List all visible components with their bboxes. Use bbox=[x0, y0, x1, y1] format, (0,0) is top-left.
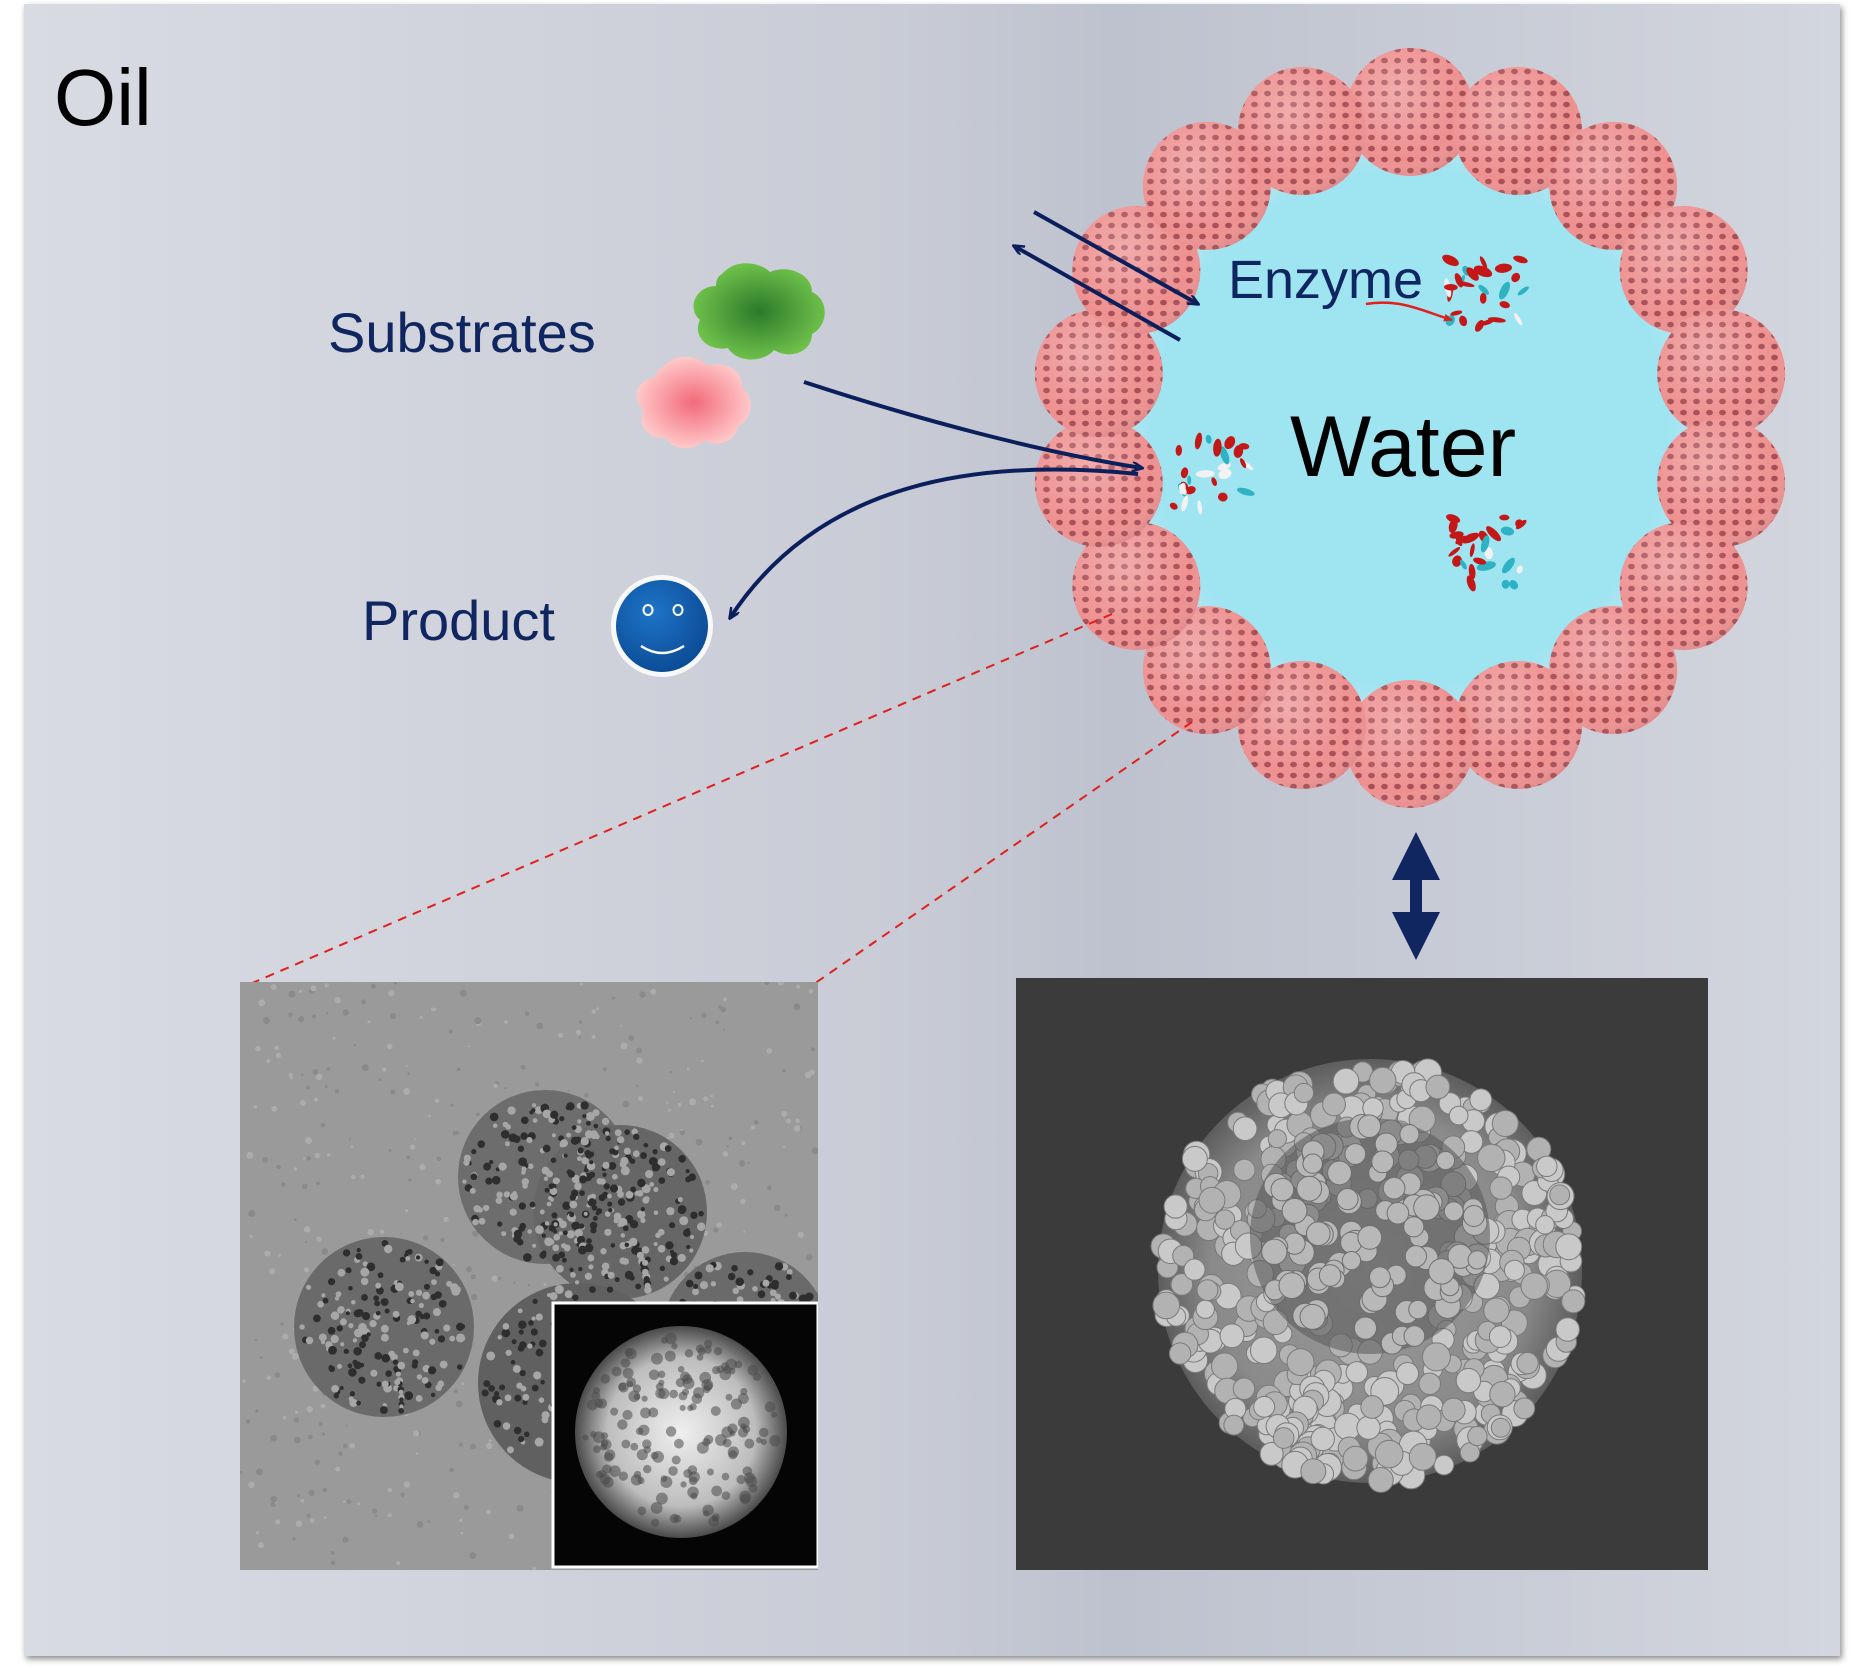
substrates-label: Substrates bbox=[328, 301, 596, 364]
silica-particle-icon bbox=[1657, 418, 1786, 547]
smiley-face-icon bbox=[611, 575, 713, 677]
silica-particle-icon bbox=[1142, 606, 1271, 735]
silica-particle-icon bbox=[1346, 680, 1474, 808]
tem-micrograph bbox=[240, 982, 818, 1570]
silica-particle-icon bbox=[1454, 67, 1583, 196]
sem-micrograph bbox=[1016, 978, 1708, 1570]
water-droplet bbox=[1110, 128, 1710, 728]
silica-particle-icon bbox=[1657, 309, 1786, 438]
water-label: Water bbox=[1290, 399, 1516, 495]
product-label: Product bbox=[362, 589, 555, 652]
stem-inset-image bbox=[551, 1301, 818, 1569]
silica-particle-icon bbox=[1619, 522, 1748, 650]
enzyme-icon bbox=[1446, 514, 1527, 592]
silica-particle-icon bbox=[1619, 206, 1748, 334]
substrate-entry-arrow bbox=[803, 380, 1142, 468]
silica-particle-icon bbox=[1034, 418, 1163, 547]
silica-particle-icon bbox=[1454, 660, 1583, 789]
product-release-arrow bbox=[730, 467, 1139, 618]
zoom-dashed-line bbox=[813, 721, 1193, 985]
oil-label: Oil bbox=[54, 53, 152, 142]
green-substrate-blob-icon bbox=[693, 263, 825, 360]
silica-particle-icon bbox=[1346, 48, 1474, 176]
silica-particle-icon bbox=[1237, 67, 1366, 196]
zoom-dashed-line bbox=[249, 613, 1113, 985]
water-to-oil-arrow bbox=[1014, 246, 1181, 342]
pink-substrate-blob-icon bbox=[636, 356, 751, 449]
silica-particle-icon bbox=[1142, 121, 1271, 250]
enzyme-icon bbox=[1169, 432, 1255, 515]
particle-ring bbox=[1034, 48, 1786, 808]
silica-particle-icon bbox=[1237, 660, 1366, 789]
oil-to-water-arrow bbox=[1033, 210, 1198, 304]
silica-particle-icon bbox=[1549, 606, 1678, 735]
double-headed-arrow bbox=[1392, 832, 1440, 960]
silica-particle-icon bbox=[1034, 309, 1163, 438]
enzyme-icon bbox=[1442, 254, 1529, 332]
enzyme-label: Enzyme bbox=[1228, 250, 1423, 310]
enzyme-pointer-arrow bbox=[1365, 301, 1453, 322]
silica-particle-icon bbox=[1549, 121, 1678, 250]
